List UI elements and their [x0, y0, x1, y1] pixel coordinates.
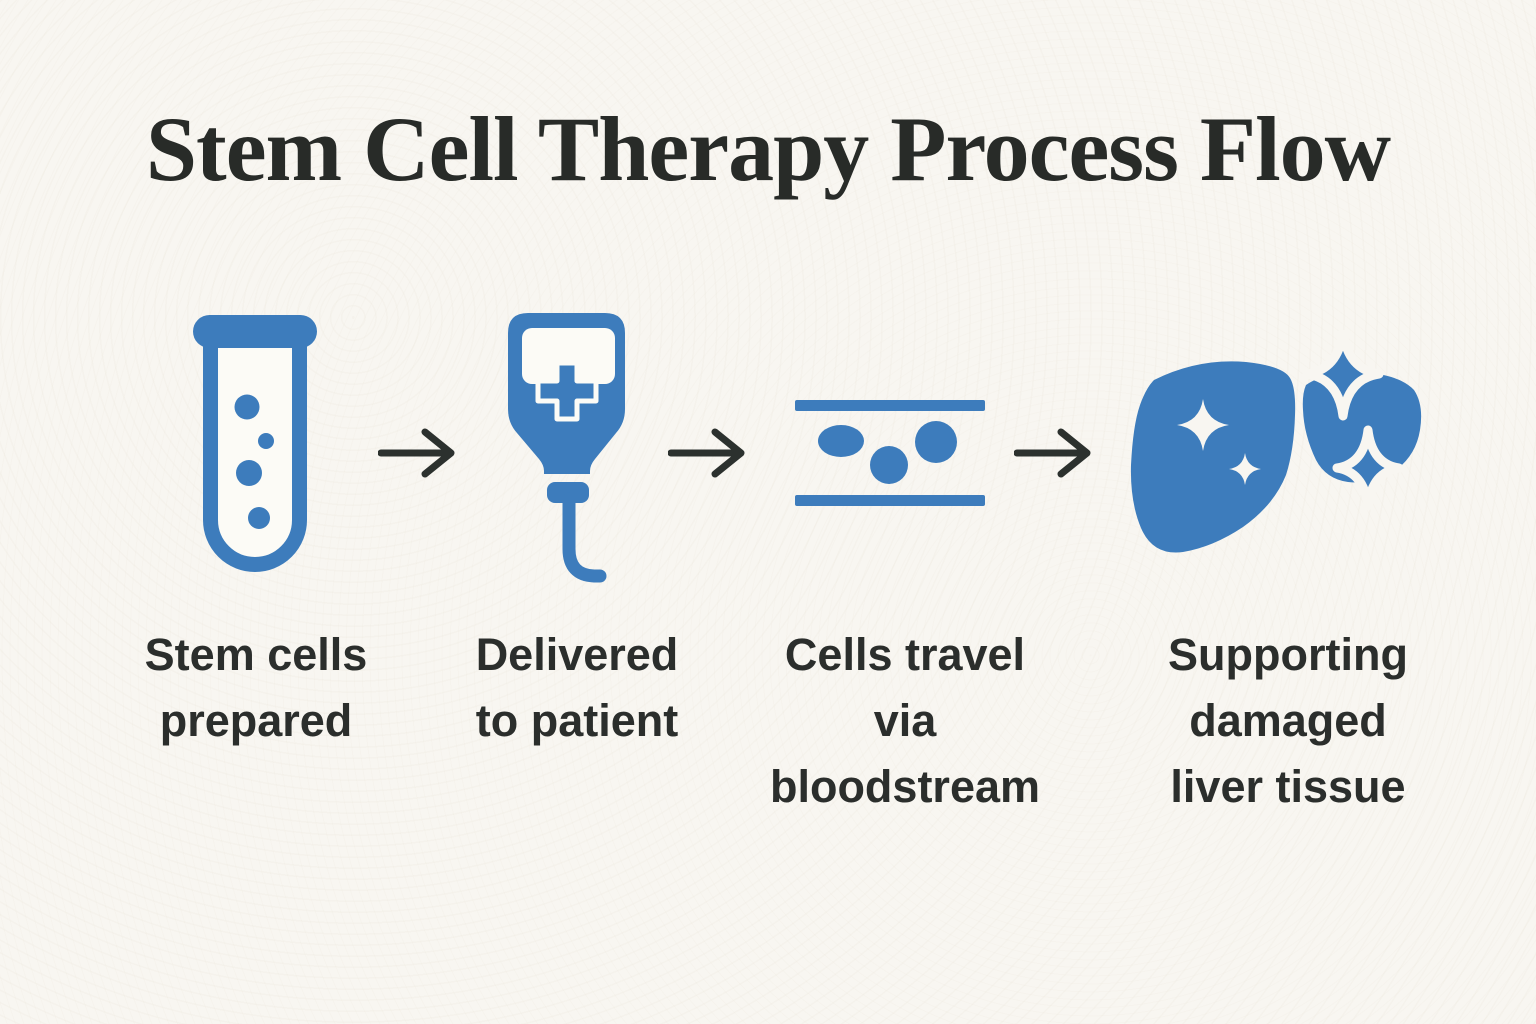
right-arrow-icon	[1014, 428, 1094, 478]
right-arrow-icon	[668, 428, 748, 478]
iv-bag-icon	[508, 313, 628, 583]
step-label-stem-cells-prepared: Stem cells prepared	[144, 629, 368, 747]
liver-sparkles-icon	[1128, 330, 1428, 575]
right-arrow-icon	[378, 428, 458, 478]
step-label-delivered-to-patient: Delivered to patient	[475, 629, 679, 747]
step-label-supporting-liver-tissue: Supporting damaged liver tissue	[1168, 629, 1408, 813]
test-tube-icon	[193, 315, 317, 573]
blood-vessel-icon	[795, 400, 985, 506]
page-title: Stem Cell Therapy Process Flow	[145, 98, 1391, 200]
step-label-cells-travel-bloodstream: Cells travel via bloodstream	[769, 629, 1041, 813]
